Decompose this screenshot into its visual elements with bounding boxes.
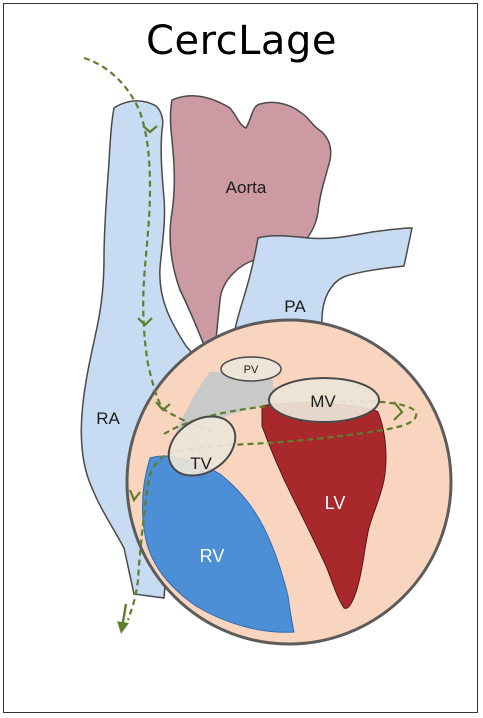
label-mv: MV bbox=[310, 392, 336, 411]
label-rv: RV bbox=[200, 546, 225, 566]
guidewire-tail bbox=[122, 604, 126, 628]
label-ra: RA bbox=[96, 409, 120, 428]
label-tv: TV bbox=[190, 454, 212, 473]
label-aorta: Aorta bbox=[226, 178, 267, 197]
label-pa: PA bbox=[284, 297, 306, 316]
label-lv: LV bbox=[325, 493, 346, 513]
label-pv: PV bbox=[244, 364, 259, 376]
